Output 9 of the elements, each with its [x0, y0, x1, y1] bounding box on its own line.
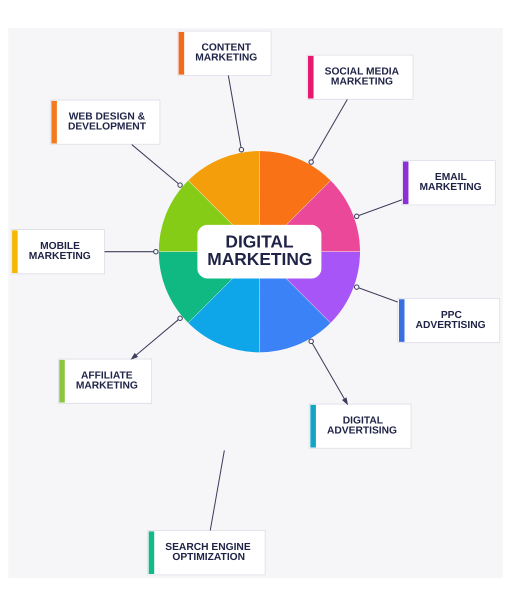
- connector: [210, 450, 225, 530]
- connector: [228, 74, 244, 152]
- connector: [354, 284, 398, 302]
- connector: [354, 198, 402, 218]
- connector: [131, 144, 183, 188]
- arrow: [308, 338, 348, 405]
- connector: [308, 98, 348, 164]
- connector: [104, 248, 159, 254]
- arrow: [130, 315, 183, 360]
